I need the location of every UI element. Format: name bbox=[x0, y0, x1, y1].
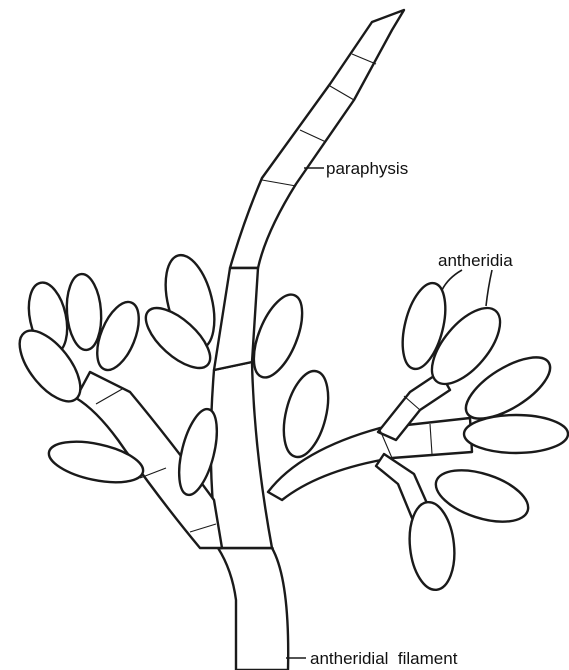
antheridium bbox=[406, 500, 459, 592]
antheridial-filament-label: antheridial filament bbox=[310, 649, 458, 668]
paraphysis-label: paraphysis bbox=[326, 159, 408, 178]
paraphysis bbox=[214, 10, 404, 370]
antheridia-label: antheridia bbox=[438, 251, 513, 270]
antheridium bbox=[464, 415, 568, 453]
antheridia-leader-left bbox=[442, 270, 462, 290]
antheridial-filament bbox=[211, 360, 288, 670]
antheridium bbox=[64, 273, 103, 351]
antheridia-leader-right bbox=[486, 270, 492, 306]
antheridia-group bbox=[8, 250, 568, 592]
